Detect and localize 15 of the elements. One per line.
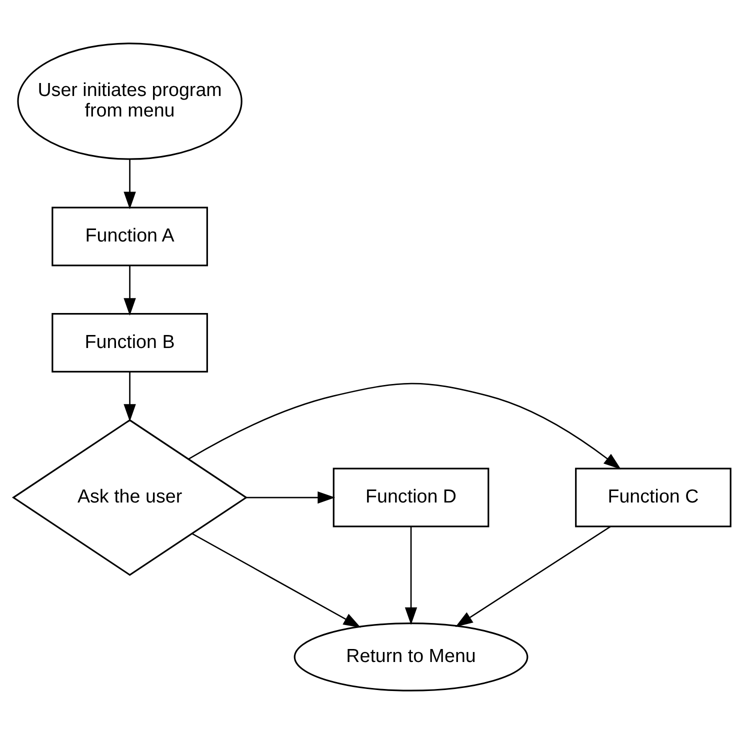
node-diamond: Ask the user (12, 418, 248, 576)
arrow (124, 265, 136, 316)
arrow (246, 490, 336, 504)
node-ellipse: Return to Menu (294, 622, 528, 691)
node-box: Function B (52, 312, 208, 372)
node-ellipse: User initiates program from menu (17, 42, 242, 160)
arrow (404, 526, 418, 624)
arrow (124, 372, 136, 422)
node-box: Function D (332, 467, 490, 527)
arrow (192, 532, 361, 628)
arrow (124, 158, 136, 209)
arrow (188, 382, 622, 469)
node-box: Function C (575, 467, 732, 527)
arrow (455, 525, 611, 626)
node-box: Function A (52, 206, 208, 266)
